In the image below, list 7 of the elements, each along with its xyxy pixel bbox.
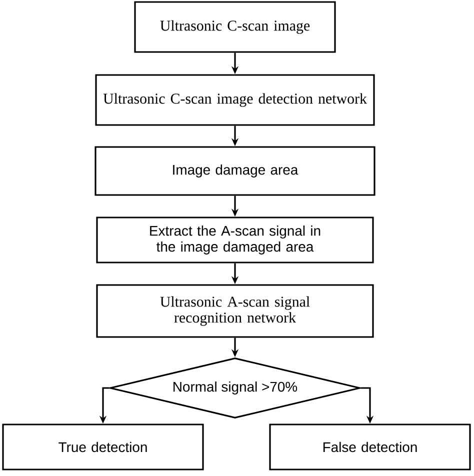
process-box: Ultrasonic C-scan image detection network <box>95 74 375 126</box>
process-box: Ultrasonic C-scan image <box>134 1 336 53</box>
process-box: False detection <box>269 424 471 470</box>
process-box: Extract the A-scan signal in the image damaged area <box>96 216 374 264</box>
process-box: Ultrasonic A-scan signal recognition network <box>96 284 374 338</box>
process-box: Image damage area <box>94 146 376 196</box>
process-box: True detection <box>2 424 204 470</box>
